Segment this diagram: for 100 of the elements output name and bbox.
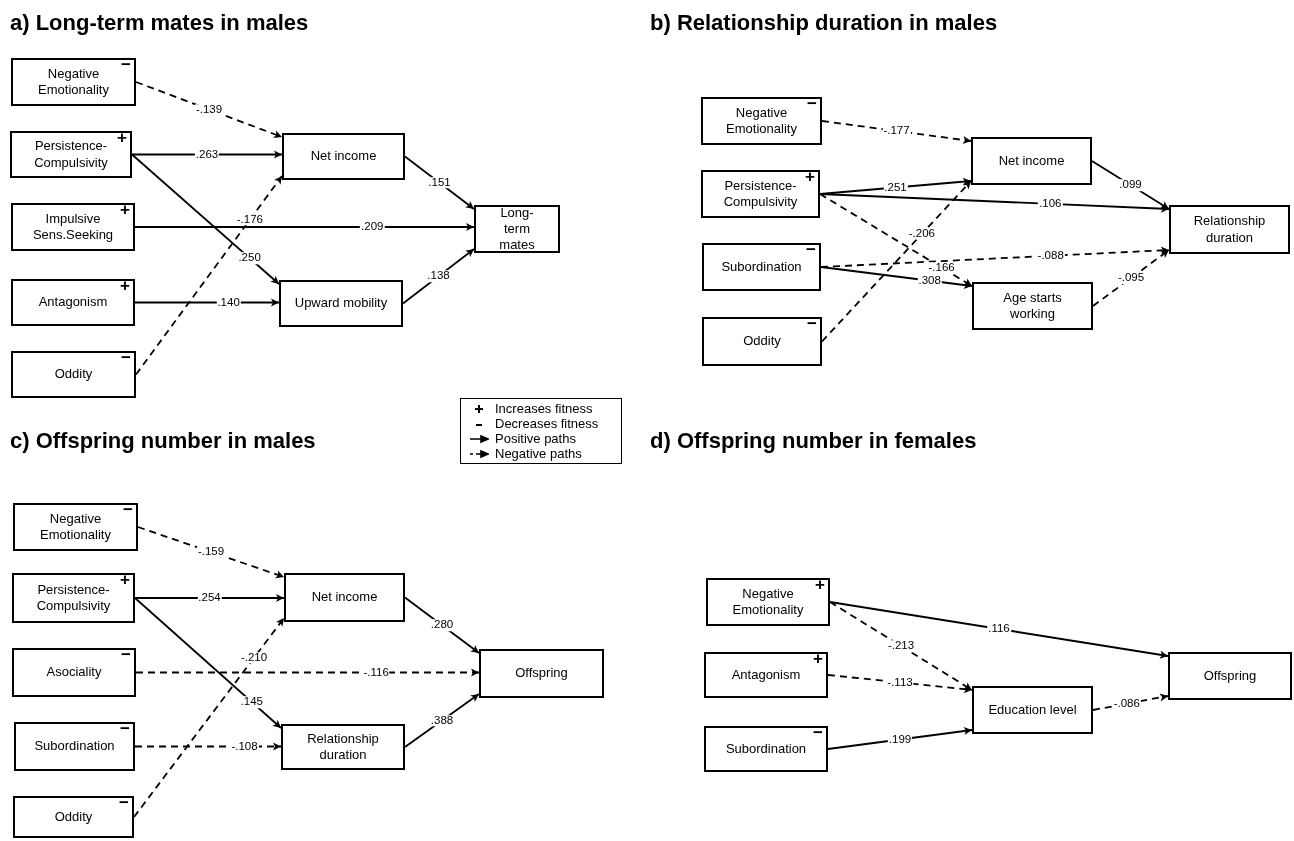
- variable-box: [702, 243, 821, 291]
- dashed-arrow: [135, 81, 283, 138]
- variable-name: Negative Emotionality: [37, 65, 110, 99]
- fitness-sign: −: [120, 720, 130, 737]
- variable-name: Negative Emotionality: [725, 104, 798, 138]
- variable-box: [281, 724, 405, 770]
- fitness-sign: +: [120, 571, 130, 588]
- path-coefficient: -.088: [1036, 250, 1065, 262]
- path-coefficient: .140: [216, 296, 241, 309]
- fitness-sign: +: [120, 201, 130, 218]
- variable-name: Oddity: [54, 808, 93, 826]
- fitness-sign: −: [121, 349, 131, 366]
- fitness-sign: −: [123, 501, 133, 518]
- arrow: [131, 153, 280, 285]
- dashed-arrow: [133, 617, 285, 818]
- path-coefficient: -.166: [927, 261, 956, 274]
- variable-box: [12, 648, 136, 697]
- path-coefficient: -.095: [1116, 272, 1146, 284]
- path-coefficient: .250: [237, 252, 262, 264]
- variable-box: [704, 652, 828, 698]
- variable-name: Impulsive Sens.Seeking: [31, 210, 115, 244]
- variable-box: [12, 573, 135, 623]
- fitness-sign: +: [120, 277, 130, 294]
- dashed-arrow: [821, 120, 972, 144]
- fitness-sign: +: [117, 129, 127, 146]
- fitness-sign: +: [813, 650, 823, 667]
- path-coefficient: -.176: [235, 213, 264, 226]
- path-coefficient: .254: [197, 592, 222, 604]
- variable-box: [11, 58, 136, 106]
- dashed-arrow: [135, 668, 480, 677]
- variable-box: [14, 722, 135, 771]
- arrow: [819, 193, 1170, 213]
- fitness-sign: −: [121, 56, 131, 73]
- variable-name: Oddity: [743, 333, 781, 350]
- fitness-sign: +: [815, 576, 825, 593]
- path-coefficient: -.116: [362, 666, 390, 679]
- variable-box: [284, 573, 405, 622]
- path-coefficient: -.113: [886, 676, 914, 689]
- panel-title: c) Offspring number in males: [10, 427, 316, 455]
- variable-box: [701, 170, 820, 218]
- legend-text: Increases fitness: [495, 402, 593, 415]
- path-coefficient: -.139: [194, 103, 224, 116]
- fitness-sign: −: [807, 95, 817, 112]
- variable-box: [1169, 205, 1290, 254]
- path-coefficient: .308: [917, 274, 942, 287]
- path-coefficient: .151: [427, 177, 452, 189]
- panel-title: b) Relationship duration in males: [650, 9, 998, 37]
- dashed-arrow: [827, 674, 973, 694]
- fitness-sign: −: [806, 241, 816, 258]
- variable-box: [279, 280, 403, 327]
- variable-name: Oddity: [54, 366, 93, 383]
- dashed-arrow: [819, 193, 973, 287]
- variable-name: Subordination: [721, 258, 802, 276]
- variable-name: Negative Emotionality: [731, 585, 805, 619]
- variable-name: Asociality: [46, 664, 102, 681]
- variable-name: Negative Emotionality: [39, 510, 112, 544]
- path-coefficient: -.086: [1112, 697, 1141, 710]
- variable-box: [474, 205, 560, 253]
- path-coefficient: -.213: [886, 640, 916, 652]
- path-coefficient: .251: [883, 181, 908, 194]
- fitness-sign: −: [807, 315, 817, 332]
- variable-box: [11, 351, 136, 398]
- arrow: [829, 601, 1169, 659]
- variable-name: Upward mobility: [294, 295, 388, 312]
- variable-box: [971, 137, 1092, 185]
- panel-title: a) Long-term mates in males: [10, 9, 309, 37]
- panel-title: d) Offspring number in females: [650, 427, 977, 455]
- dashed-arrow: [134, 742, 282, 751]
- variable-name: Persistence-Compulsivity: [35, 581, 112, 615]
- variable-box: [11, 279, 135, 326]
- variable-name: Antagonism: [38, 294, 108, 311]
- variable-box: [1168, 652, 1292, 700]
- dashed-arrow: [821, 180, 972, 343]
- dashed-arrow: [135, 175, 283, 376]
- path-coefficient: .209: [360, 221, 385, 233]
- path-coefficient: .145: [239, 696, 264, 708]
- variable-name: Persistence-Compulsivity: [33, 138, 109, 171]
- variable-box: [701, 97, 822, 145]
- variable-name: Offspring: [1203, 667, 1257, 685]
- path-coefficient: -.159: [196, 546, 226, 558]
- variable-name: Relationship duration: [306, 730, 380, 764]
- path-coefficient: .199: [887, 733, 913, 746]
- path-coefficient: .263: [194, 148, 220, 161]
- variable-name: Net income: [998, 152, 1065, 170]
- variable-name: Relationship duration: [1192, 213, 1267, 246]
- dashed-arrow: [829, 601, 973, 691]
- fitness-sign: −: [121, 646, 131, 663]
- variable-box: [479, 649, 604, 698]
- path-coefficient: .106: [1038, 198, 1063, 210]
- path-coefficient: .138: [426, 270, 451, 282]
- legend-text: Decreases fitness: [495, 417, 599, 430]
- legend-text: Negative paths: [495, 447, 582, 460]
- legend-text: Positive paths: [495, 432, 576, 445]
- variable-box: [13, 796, 134, 838]
- variable-name: Net income: [311, 589, 378, 606]
- dashed-arrow: [1092, 249, 1170, 307]
- variable-box: [282, 133, 405, 180]
- variable-name: Subordination: [34, 738, 115, 755]
- variable-box: [972, 282, 1093, 330]
- arrow: [134, 223, 475, 231]
